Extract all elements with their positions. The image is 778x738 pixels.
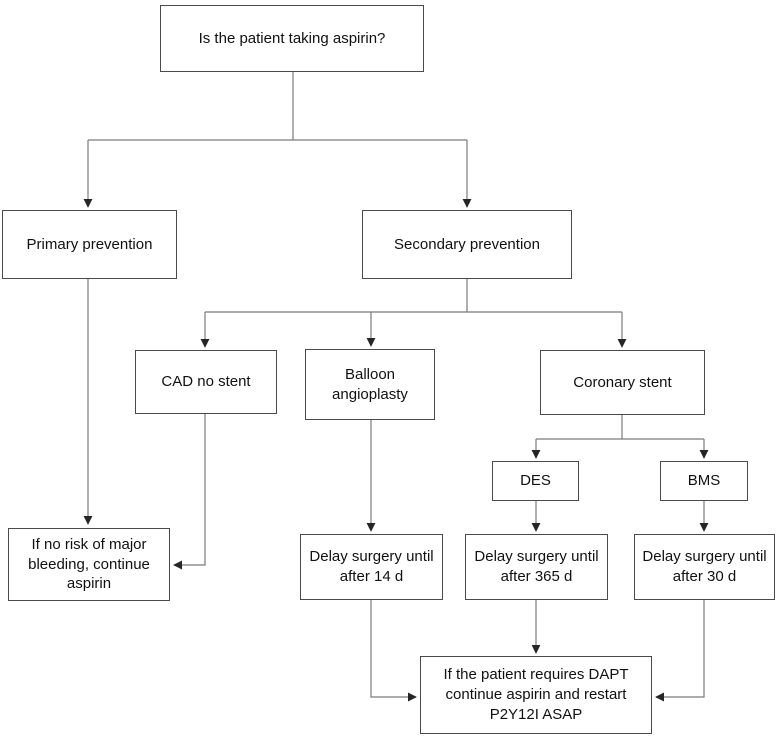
node-primary-prevention: Primary prevention xyxy=(2,210,177,279)
edge-delay14-dapt xyxy=(370,600,417,702)
node-balloon-angioplasty: Balloon angioplasty xyxy=(305,349,435,420)
node-question: Is the patient taking aspirin? xyxy=(160,5,424,72)
node-bms: BMS xyxy=(660,461,748,501)
node-coronary-stent: Coronary stent xyxy=(540,350,705,415)
node-des: DES xyxy=(492,461,579,501)
edge-cad-continue xyxy=(173,414,206,570)
edge-delay30-dapt xyxy=(655,600,705,702)
node-secondary-prevention: Secondary prevention xyxy=(362,210,572,279)
node-dapt: If the patient requires DAPT continue as… xyxy=(420,656,652,734)
node-continue-aspirin: If no risk of major bleeding, continue a… xyxy=(8,528,170,601)
node-delay-30: Delay surgery until after 30 d xyxy=(634,534,775,600)
node-delay-365: Delay surgery until after 365 d xyxy=(465,534,608,600)
node-delay-14: Delay surgery until after 14 d xyxy=(300,534,443,600)
node-cad-no-stent: CAD no stent xyxy=(135,350,277,414)
